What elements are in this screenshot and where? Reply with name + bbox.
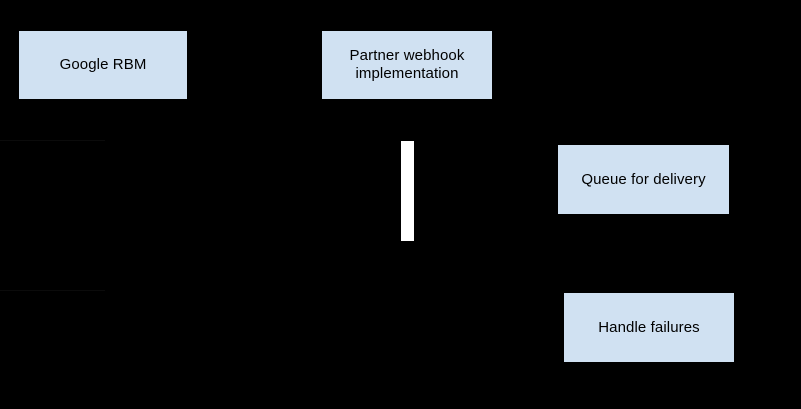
node-queue-for-delivery-label: Queue for delivery: [581, 170, 706, 188]
node-google-rbm-label: Google RBM: [59, 56, 147, 73]
node-queue-for-delivery[interactable]: Queue for delivery: [558, 145, 729, 214]
node-partner-webhook-implementation[interactable]: Partner webhook implementation: [322, 31, 492, 99]
node-handle-failures[interactable]: Handle failures: [564, 293, 734, 362]
node-handle-failures-label: Handle failures: [598, 318, 700, 336]
node-google-rbm[interactable]: Google RBM: [19, 31, 187, 99]
vertical-connector-bar: [401, 141, 414, 241]
faint-divider-upper: [0, 140, 105, 141]
node-partner-webhook-implementation-label: Partner webhook implementation: [349, 47, 465, 82]
faint-divider-lower: [0, 290, 105, 291]
